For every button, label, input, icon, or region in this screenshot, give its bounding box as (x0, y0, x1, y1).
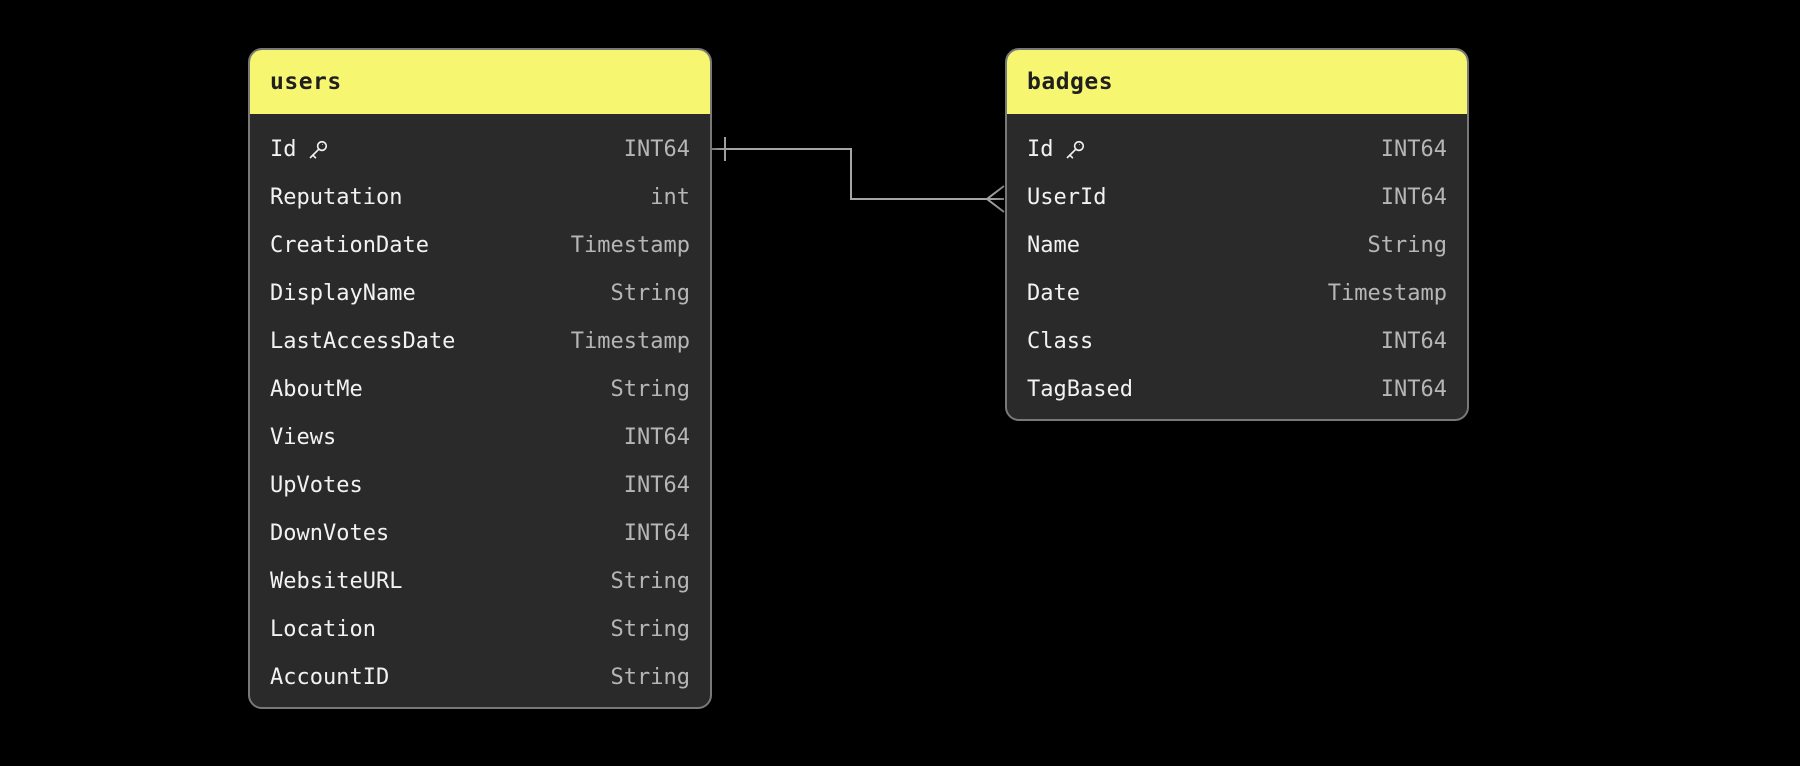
field-name-label: Reputation (270, 184, 403, 210)
field-row: Reputation int (250, 173, 710, 221)
field-type: int (650, 184, 690, 210)
field-row: UpVotes INT64 (250, 461, 710, 509)
field-row: UserId INT64 (1007, 173, 1467, 221)
field-row: Id INT64 (1007, 125, 1467, 173)
field-row: Name String (1007, 221, 1467, 269)
field-type: String (610, 568, 690, 594)
field-name-label: AboutMe (270, 376, 363, 402)
field-name-label: Class (1027, 328, 1094, 354)
field-row: Class INT64 (1007, 317, 1467, 365)
field-row: LastAccessDate Timestamp (250, 317, 710, 365)
field-name: WebsiteURL (270, 569, 402, 594)
field-type: INT64 (623, 136, 690, 162)
field-type: INT64 (1380, 184, 1447, 210)
many-cardinality-marker (985, 185, 1005, 213)
field-row: AccountID String (250, 653, 710, 701)
field-row: Id INT64 (250, 125, 710, 173)
field-name-label: CreationDate (270, 232, 429, 258)
field-name: Location (270, 617, 376, 642)
field-name-label: UpVotes (270, 472, 363, 498)
field-row: Location String (250, 605, 710, 653)
field-name: Id (1027, 137, 1086, 162)
relationship-line[interactable] (712, 148, 1004, 200)
field-type: Timestamp (570, 232, 690, 258)
table-header[interactable]: badges (1007, 50, 1467, 114)
field-name-label: AccountID (270, 664, 390, 690)
field-type: INT64 (1380, 328, 1447, 354)
field-name-label: LastAccessDate (270, 328, 456, 354)
table-title: badges (1027, 69, 1114, 95)
field-type: INT64 (1380, 136, 1447, 162)
field-type: Timestamp (1327, 280, 1447, 306)
table-header[interactable]: users (250, 50, 710, 114)
field-name: TagBased (1027, 377, 1133, 402)
field-type: String (610, 664, 690, 690)
field-name-label: UserId (1027, 184, 1107, 210)
field-type: INT64 (623, 520, 690, 546)
table-card-users[interactable]: users Id INT64 Reputation int CreationDa… (248, 48, 712, 709)
table-card-badges[interactable]: badges Id INT64 UserId INT64 Name (1005, 48, 1469, 421)
field-name-label: Id (1027, 136, 1054, 162)
field-type: INT64 (623, 424, 690, 450)
field-row: Date Timestamp (1007, 269, 1467, 317)
key-icon (1064, 139, 1086, 161)
field-type: String (610, 616, 690, 642)
field-name: Class (1027, 329, 1093, 354)
field-row: DisplayName String (250, 269, 710, 317)
field-name-label: Views (270, 424, 337, 450)
field-row: DownVotes INT64 (250, 509, 710, 557)
field-type: String (610, 280, 690, 306)
field-name: Id (270, 137, 329, 162)
field-type: String (610, 376, 690, 402)
field-name-label: Name (1027, 232, 1080, 258)
field-row: Views INT64 (250, 413, 710, 461)
field-name: DownVotes (270, 521, 389, 546)
field-name: CreationDate (270, 233, 429, 258)
field-row: TagBased INT64 (1007, 365, 1467, 413)
field-type: INT64 (1380, 376, 1447, 402)
field-row: AboutMe String (250, 365, 710, 413)
field-type: INT64 (623, 472, 690, 498)
field-name-label: Location (270, 616, 376, 642)
field-name: UserId (1027, 185, 1106, 210)
field-type: String (1367, 232, 1447, 258)
field-name-label: WebsiteURL (270, 568, 403, 594)
field-name: LastAccessDate (270, 329, 455, 354)
field-name-label: Date (1027, 280, 1080, 306)
field-name: AboutMe (270, 377, 363, 402)
table-body: Id INT64 UserId INT64 Name String Date (1007, 114, 1467, 419)
field-name: Reputation (270, 185, 402, 210)
field-name: Views (270, 425, 336, 450)
field-row: CreationDate Timestamp (250, 221, 710, 269)
field-name: Name (1027, 233, 1080, 258)
field-type: Timestamp (570, 328, 690, 354)
field-name-label: DownVotes (270, 520, 390, 546)
field-name-label: DisplayName (270, 280, 416, 306)
table-title: users (270, 69, 342, 95)
field-row: WebsiteURL String (250, 557, 710, 605)
field-name-label: TagBased (1027, 376, 1133, 402)
field-name: AccountID (270, 665, 389, 690)
field-name: DisplayName (270, 281, 416, 306)
key-icon (307, 139, 329, 161)
field-name: UpVotes (270, 473, 363, 498)
field-name: Date (1027, 281, 1080, 306)
field-name-label: Id (270, 136, 297, 162)
table-body: Id INT64 Reputation int CreationDate Tim… (250, 114, 710, 707)
